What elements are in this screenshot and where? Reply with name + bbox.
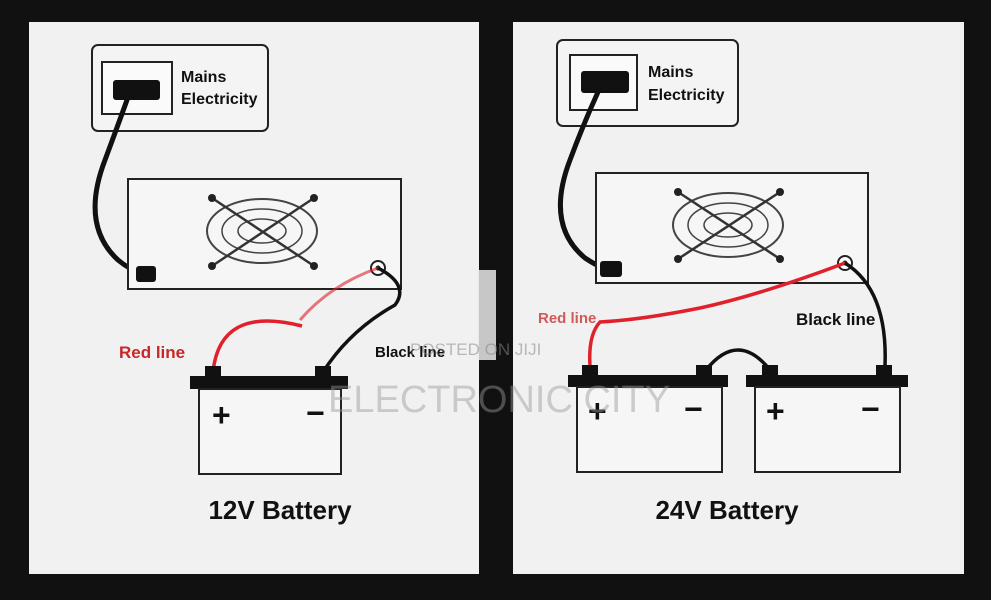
- right-mains-label-2: Electricity: [648, 87, 725, 104]
- left-fan-icon: [206, 194, 318, 270]
- right-battery-1-top: [568, 375, 728, 387]
- right-plug-icon: [581, 71, 629, 93]
- right-battery-2-plus: +: [766, 393, 785, 429]
- right-battery-2-body: [754, 386, 901, 473]
- watermark: POSTED ON JIJI ELECTRONIC CITY: [328, 340, 670, 421]
- right-battery-1-body: [576, 386, 723, 473]
- left-black-line-label: Black line: [375, 344, 445, 361]
- right-jumper-wire: [704, 348, 772, 372]
- left-mains-label-2: Electricity: [181, 91, 258, 108]
- left-battery-neg-post: [315, 366, 331, 378]
- left-mains-box: Mains Electricity: [91, 44, 269, 132]
- left-inverter: [127, 178, 402, 290]
- right-battery-2-minus: −: [861, 391, 880, 427]
- right-caption: 24V Battery: [655, 495, 799, 525]
- right-black-line-label: Black line: [796, 310, 875, 329]
- right-black-wire: [844, 261, 887, 367]
- right-inverter: [595, 172, 869, 284]
- right-red-wire: [587, 261, 846, 367]
- right-fan-icon: [672, 188, 784, 263]
- divider-smudge: [478, 270, 496, 360]
- left-plus-sign: +: [212, 397, 231, 433]
- right-battery-1: + −: [568, 365, 728, 473]
- left-battery: + −: [190, 366, 348, 475]
- left-battery-body: [198, 388, 342, 475]
- left-plug-icon: [113, 80, 160, 100]
- right-mains-box: Mains Electricity: [556, 39, 739, 127]
- left-black-wire: [321, 266, 402, 373]
- right-battery-1-plus: +: [588, 393, 607, 429]
- right-panel: Mains Electricity: [513, 22, 964, 574]
- left-socket-frame: [101, 61, 173, 115]
- watermark-line-1: POSTED ON JIJI: [410, 340, 541, 359]
- right-battery-1-minus: −: [684, 391, 703, 427]
- left-minus-sign: −: [306, 395, 325, 431]
- left-red-line-label: Red line: [119, 343, 185, 362]
- right-mains-cable: [557, 89, 609, 272]
- right-cable-plug: [600, 261, 622, 277]
- left-mains-label-1: Mains: [181, 69, 226, 86]
- left-battery-pos-post: [205, 366, 221, 378]
- left-cable-plug: [136, 266, 156, 282]
- right-mains-label-1: Mains: [648, 64, 693, 81]
- left-red-wire: [211, 319, 303, 373]
- left-red-wire-top: [298, 266, 379, 321]
- left-battery-top: [190, 376, 348, 389]
- left-panel: Mains Electricity: [29, 22, 479, 574]
- left-caption: 12V Battery: [208, 495, 352, 525]
- right-battery-2-top: [746, 375, 908, 387]
- right-red-line-label: Red line: [538, 310, 596, 327]
- watermark-line-2: ELECTRONIC CITY: [328, 379, 670, 421]
- right-battery-2: + −: [746, 365, 908, 473]
